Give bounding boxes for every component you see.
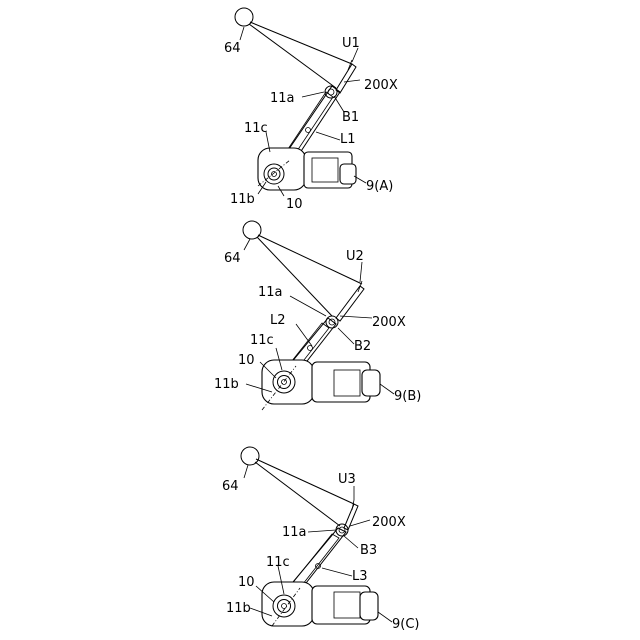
label-10-a: 10 <box>286 197 303 212</box>
label-11c-b: 11c <box>250 333 274 348</box>
label-11c-a: 11c <box>244 121 268 136</box>
label-u1: U1 <box>342 36 360 51</box>
label-64-b: 64 <box>224 251 241 266</box>
label-l2: L2 <box>270 313 286 328</box>
label-11b-a: 11b <box>230 192 255 207</box>
panel-a: 64 U1 200X 11a B1 11c L1 9(A) 11b 10 <box>224 8 398 212</box>
target-circle-64-c <box>241 447 259 465</box>
label-11b-c: 11b <box>226 601 251 616</box>
label-b1: B1 <box>342 110 359 125</box>
target-circle-64 <box>235 8 253 26</box>
label-b2: B2 <box>354 339 371 354</box>
label-200x-c: 200X <box>372 515 406 530</box>
label-l3: L3 <box>352 569 368 584</box>
label-64-c: 64 <box>222 479 239 494</box>
base-9b <box>262 360 314 404</box>
label-11a-c: 11a <box>282 525 307 540</box>
label-11c-c: 11c <box>266 555 290 570</box>
label-200x-a: 200X <box>364 78 398 93</box>
label-b3: B3 <box>360 543 377 558</box>
panel-c: 64 U3 11a 200X B3 11c L3 10 11b 9(C) <box>222 447 420 632</box>
camera-u1 <box>336 64 356 93</box>
panel-b: 64 U2 11a 200X L2 B2 11c 10 11b 9(B) <box>214 221 421 410</box>
label-10-c: 10 <box>238 575 255 590</box>
label-u3: U3 <box>338 472 356 487</box>
label-11b-b: 11b <box>214 377 239 392</box>
label-200x-b: 200X <box>372 315 406 330</box>
label-10-b: 10 <box>238 353 255 368</box>
label-9c: 9(C) <box>392 617 420 632</box>
label-u2: U2 <box>346 249 364 264</box>
target-circle-64-b <box>243 221 261 239</box>
label-l1: L1 <box>340 132 356 147</box>
label-9a: 9(A) <box>366 179 393 194</box>
label-11a-b: 11a <box>258 285 283 300</box>
label-11a-a: 11a <box>270 91 295 106</box>
label-9b: 9(B) <box>394 389 421 404</box>
label-64-a: 64 <box>224 41 241 56</box>
